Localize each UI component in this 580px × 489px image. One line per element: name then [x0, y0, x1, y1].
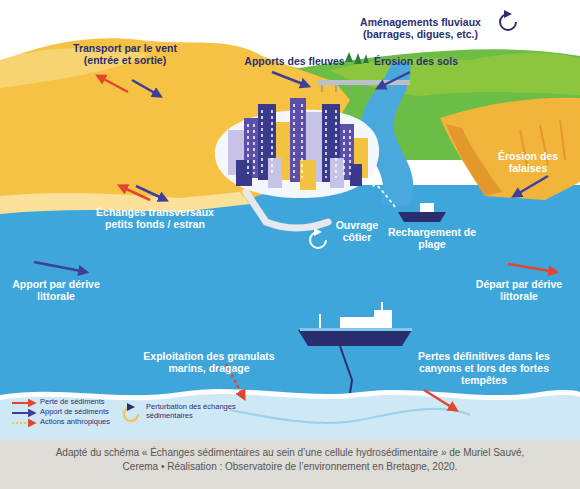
process-label: Rechargement de plage [384, 226, 480, 250]
process-label: Pertes définitives dans les canyons et l… [408, 350, 560, 386]
building [236, 160, 252, 186]
process-label: Exploitation des granulats marins, draga… [140, 350, 278, 374]
nourishment-path [372, 180, 395, 207]
dam-pillars [322, 85, 406, 92]
ship-stripe [300, 328, 412, 331]
sea [0, 185, 580, 405]
canyon-line [230, 409, 470, 423]
input-arrow [514, 176, 548, 196]
legend-text: Perte de sédiments [40, 398, 135, 407]
legend-text: Apport de sédiments [40, 408, 135, 417]
building [330, 158, 344, 188]
process-label: Aménagements fluviaux (barrages, digues,… [338, 16, 503, 40]
input-arrow [272, 72, 308, 86]
ship-mast [320, 302, 382, 328]
loss-arrow [120, 186, 150, 200]
input-arrow [378, 72, 410, 88]
perturbation-icon [500, 14, 516, 30]
process-label: Ouvrage côtier [326, 219, 388, 243]
perturbation-icon [310, 232, 326, 248]
cliff-top [440, 98, 580, 200]
legend-perturbation-icon [124, 407, 138, 421]
loss-arrow [98, 76, 128, 92]
trees [345, 52, 369, 64]
process-label: Érosion des sols [366, 55, 466, 67]
ship-hull [298, 330, 412, 346]
light-green-hills [330, 53, 580, 96]
process-label: Apport par dérive littorale [0, 278, 112, 302]
breakwater [246, 192, 328, 228]
legend-text: Actions anthropiques [40, 418, 135, 427]
legend-text: Perturbation des échanges sédimentaires [146, 403, 236, 420]
cliff-face [446, 124, 502, 196]
building [350, 164, 362, 186]
process-label: Transport par le vent (entrée et sortie) [58, 42, 192, 66]
legend-input-arrow [12, 412, 34, 414]
boat-hull [398, 212, 446, 222]
city-buildings [228, 98, 368, 190]
legend-loss-arrow [12, 402, 34, 404]
ship-deck [340, 317, 374, 328]
process-label: Érosion des falaises [478, 150, 578, 174]
dam [318, 80, 410, 85]
input-arrow [132, 80, 160, 96]
seabed [0, 394, 580, 440]
input-arrow [136, 186, 166, 200]
loss-arrow [508, 264, 556, 272]
input-arrow [34, 262, 86, 272]
caption: Adapté du schéma « Échanges sédimentaire… [40, 446, 540, 474]
process-label: Apports des fleuves [232, 55, 357, 67]
caption-band [0, 440, 580, 489]
boat-cabin [420, 203, 434, 212]
windows [248, 104, 350, 178]
process-label: Départ par dérive littorale [460, 278, 578, 302]
process-label: Échanges transversaux petits fonds / est… [82, 206, 228, 230]
legend-human-arrow [12, 422, 34, 424]
seabed-wave [0, 389, 580, 440]
building [268, 158, 282, 188]
loss-arrow [424, 390, 456, 410]
ship-bridge [374, 310, 392, 328]
